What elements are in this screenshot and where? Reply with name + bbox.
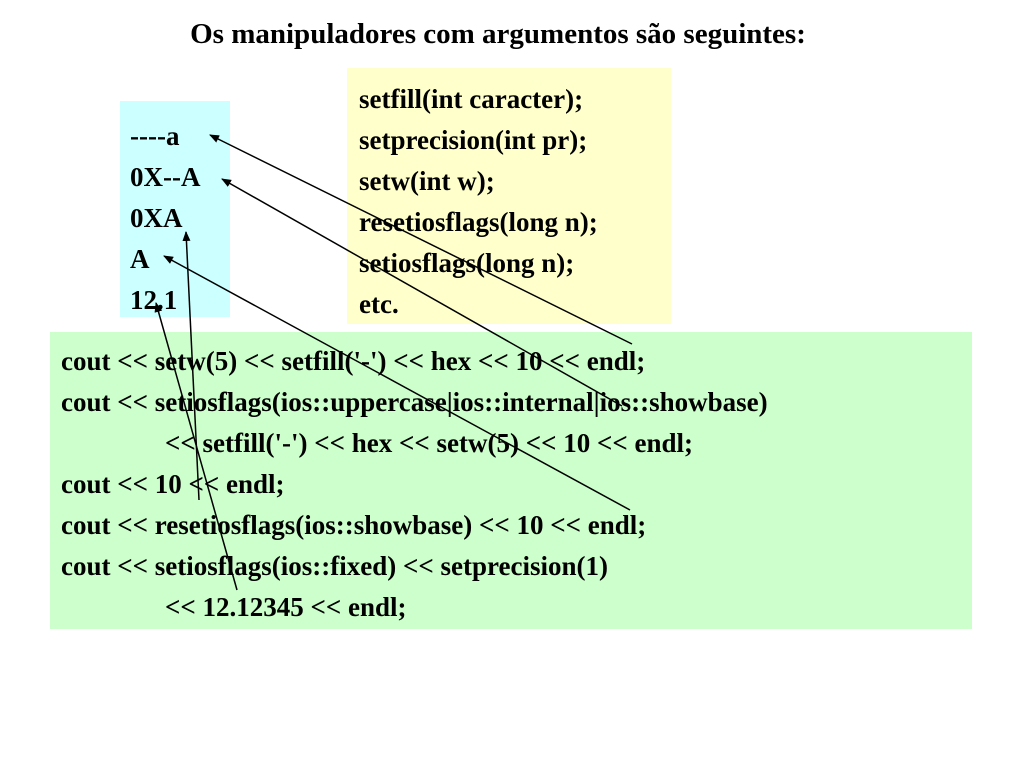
code-line-4: cout << 10 << endl; <box>61 469 285 499</box>
output-line-4: A <box>130 244 150 274</box>
manipulator-etc: etc. <box>359 289 399 319</box>
output-box: ----a 0X--A 0XA A 12.1 <box>120 101 230 317</box>
manipulator-setw: setw(int w); <box>359 166 495 196</box>
output-line-3: 0XA <box>130 203 183 233</box>
manipulator-resetiosflags: resetiosflags(long n); <box>359 207 598 237</box>
code-line-1: cout << setw(5) << setfill('-') << hex <… <box>61 346 646 376</box>
code-line-5: cout << resetiosflags(ios::showbase) << … <box>61 510 647 540</box>
code-line-7: << 12.12345 << endl; <box>165 592 407 622</box>
code-line-2: cout << setiosflags(ios::uppercase|ios::… <box>61 387 768 417</box>
manipulators-box: setfill(int caracter); setprecision(int … <box>347 68 671 324</box>
manipulator-setiosflags: setiosflags(long n); <box>359 248 575 278</box>
manipulator-setprecision: setprecision(int pr); <box>359 125 588 155</box>
code-line-6: cout << setiosflags(ios::fixed) << setpr… <box>61 551 608 581</box>
code-line-3: << setfill('-') << hex << setw(5) << 10 … <box>165 428 694 458</box>
slide-title: Os manipuladores com argumentos são segu… <box>190 18 806 50</box>
output-line-2: 0X--A <box>130 162 201 192</box>
manipulator-setfill: setfill(int caracter); <box>359 84 584 114</box>
output-line-1: ----a <box>130 121 180 151</box>
code-box: cout << setw(5) << setfill('-') << hex <… <box>50 332 972 629</box>
output-line-5: 12.1 <box>130 285 178 315</box>
